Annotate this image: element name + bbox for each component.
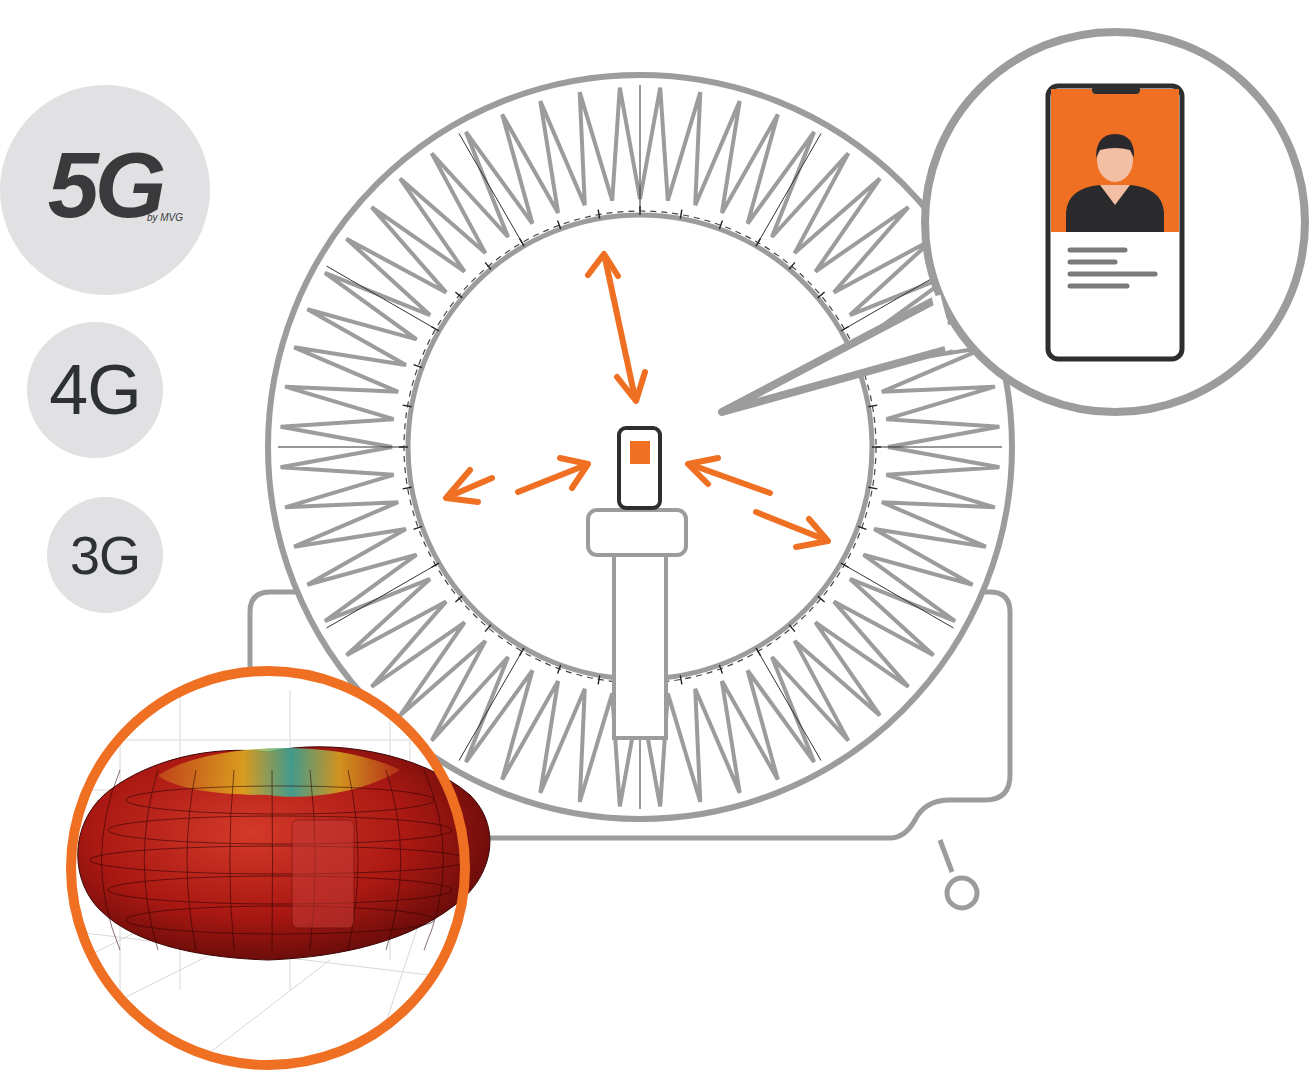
phone-under-test [619,428,660,508]
person-neck [1100,185,1130,205]
mesh-meridian [230,770,234,950]
ring-spoke [640,85,641,211]
brand-label: by MVG [147,213,183,223]
phone-icon-header [1051,89,1179,232]
probe-tick [868,487,877,489]
ring-spoke [758,133,821,242]
probe-tick [841,563,849,568]
ring-spoke [459,133,522,242]
person-hair [1096,134,1134,158]
probe-tick [520,648,525,656]
network-circle: 5Gby MVG [0,85,210,295]
probe-tick [558,221,561,229]
ring-spokes [278,85,1002,809]
mesh-meridian [144,770,158,950]
callout-bubble [925,32,1305,412]
network-circle: 4G [27,322,163,458]
probe-tick [558,665,561,673]
probe-tick [431,327,439,332]
mesh-meridian [386,770,401,950]
probe-tick [680,210,682,219]
ring-spoke [459,651,522,760]
wheel [947,878,977,908]
radiation-pattern [78,747,490,960]
probe-tick [598,675,600,684]
ring-spoke [326,266,435,329]
probe-tick [414,526,422,529]
probe-tick [719,665,722,673]
mesh-meridian [187,770,196,950]
probe-tick [520,238,525,246]
network-label: 5G [48,139,163,231]
mesh-parallel [108,876,452,904]
phone-icon [1048,86,1182,359]
mesh-parallel [126,906,434,934]
probe-tick [680,675,682,684]
probe-tick [455,596,462,602]
probe-tick [872,446,881,447]
ring-spoke [278,447,404,448]
phone-notch [1092,86,1140,94]
mesh-meridian [102,770,121,950]
pattern-mesh [90,770,470,950]
network-circle: 3G [47,497,163,613]
pattern-inset-frame [71,671,465,1065]
mesh-parallel [126,786,434,814]
wheel-strut [940,840,952,872]
ring-spoke [844,565,953,628]
probe-tick [789,262,795,269]
callout-join [936,296,950,350]
probe-tick [485,262,491,269]
probe-tick [485,625,491,632]
probe-tick [756,648,761,656]
phone-screen [630,441,650,464]
mesh-meridian [272,770,274,950]
probe-tick [403,487,412,489]
probe-tick [719,221,722,229]
probe-tick [756,238,761,246]
probe-tick [868,405,877,407]
probe-tick [414,365,422,368]
ring-spoke [758,651,821,760]
probe-tick [403,405,412,407]
probe-tick [455,292,462,298]
stand-pole [614,553,666,738]
network-label: 4G [49,355,140,425]
probe-tick [431,563,439,568]
person-body [1066,185,1164,232]
mesh-parallel [108,816,452,844]
probe-tick [639,206,640,215]
probe-tick [789,625,795,632]
probe-tick [858,526,866,529]
mesh-meridian [424,770,444,950]
ring-spoke [876,447,1002,448]
probe-tick [841,327,849,332]
probe-tick [399,446,408,447]
pattern-phone [292,820,354,928]
mesh-parallel [90,846,470,874]
probe-tick [818,292,825,298]
network-label: 3G [70,528,140,582]
pattern-top [158,748,400,797]
probe-tick [598,210,600,219]
ring-spoke [326,565,435,628]
stand-head [588,510,686,555]
probe-tick [818,596,825,602]
callout-tail [722,300,952,412]
phone-text-lines [1070,250,1155,286]
